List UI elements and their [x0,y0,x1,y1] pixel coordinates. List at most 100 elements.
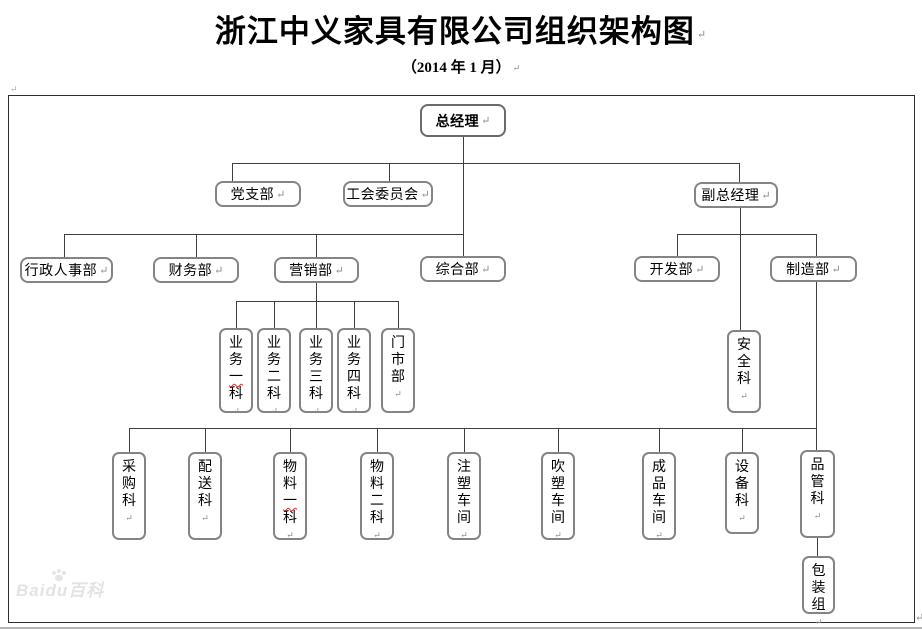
spellcheck-underline: 一 [229,370,243,385]
connector-line [64,234,65,257]
node-blow-molding-workshop[interactable]: 吹塑车间↵ [541,452,575,540]
node-label: 制造部 [786,263,830,278]
return-mark-icon: ↵ [695,263,705,276]
node-label: 配送科↵ [198,460,212,524]
return-mark-icon: ↵ [655,530,663,541]
return-mark-icon: ↵ [481,115,491,127]
connector-line [290,428,291,452]
node-label: 业务四科↵ [347,336,361,417]
node-label: 业务三科↵ [309,336,323,417]
node-union-committee[interactable]: 工会委员会↵ [343,181,433,207]
return-mark-icon: ↵ [373,530,381,541]
connector-line [236,301,399,302]
node-label: 副总经理 [701,189,760,204]
node-party-branch[interactable]: 党支部↵ [215,181,301,207]
node-label: 党支部 [230,188,275,203]
node-label: 物料二科↵ [370,460,384,541]
node-sales-section-2[interactable]: 业务二科↵ [257,328,291,416]
node-label: 吹塑车间↵ [551,460,565,541]
node-label: 开发部 [649,263,694,278]
connector-line [463,137,464,163]
node-general-affairs-dept[interactable]: 综合部↵ [420,256,506,282]
connector-line [316,234,317,257]
return-mark-icon: ↵ [814,617,823,628]
connector-line [398,301,399,328]
node-distribution-section[interactable]: 配送科↵ [188,452,222,540]
node-label: 行政人事部 [24,264,98,279]
node-label: 财务部 [168,264,213,279]
return-mark-icon: ↵ [201,513,209,524]
connector-line [659,428,660,452]
end-of-frame-return-mark-icon: ↵ [915,612,922,624]
connector-line [463,163,464,256]
node-safety-section[interactable]: 安全科↵ [727,330,761,413]
connector-line [377,428,378,452]
connector-line [742,428,743,452]
connector-line [129,428,130,452]
return-mark-icon: ↵ [761,189,771,202]
page-subtitle-text: （2014 年 1 月） [401,60,511,76]
node-quality-control-section[interactable]: 品管科↵ [800,450,835,538]
node-label: 设备科↵ [735,460,749,524]
node-purchasing-section[interactable]: 采购科↵ [112,452,146,540]
connector-line [129,428,817,429]
node-finance-dept[interactable]: 财务部↵ [153,257,239,283]
node-finished-goods-workshop[interactable]: 成品车间↵ [642,452,676,540]
node-materials-section-1[interactable]: 物料一科↵ [273,452,307,540]
connector-line [740,208,741,330]
node-label: 总经理 [435,114,480,130]
return-mark-icon: ↵ [334,264,344,277]
node-label: 成品车间↵ [652,460,666,541]
return-mark-icon: ↵ [276,188,286,201]
node-sales-section-4[interactable]: 业务四科↵ [337,328,371,416]
return-mark-icon: ↵ [99,264,109,277]
node-packing-group[interactable]: 包装组↵ [802,556,835,627]
connector-line [316,301,317,328]
connector-line [816,282,817,428]
node-deputy-general-manager[interactable]: 副总经理↵ [694,182,778,208]
connector-line [64,234,464,235]
node-label: 门市部↵ [391,336,405,400]
return-mark-icon: ↵ [312,406,320,417]
node-general-manager[interactable]: 总经理↵ [420,104,506,137]
baidu-baike-watermark: Baidu百科 [16,569,136,608]
node-label: 业务二科↵ [267,336,281,417]
return-mark-icon: ↵ [394,389,402,400]
node-sales-section-1[interactable]: 业务一科↵ [219,328,253,416]
return-mark-icon: ↵ [232,406,240,417]
node-development-dept[interactable]: 开发部↵ [634,256,720,282]
connector-line [354,301,355,328]
node-injection-workshop[interactable]: 注塑车间↵ [447,452,481,540]
node-admin-hr-dept[interactable]: 行政人事部↵ [20,257,113,283]
connector-line [232,163,740,164]
page-bottom-edge [0,627,922,629]
node-label: 品管科↵ [810,458,825,522]
return-mark-icon: ↵ [270,406,278,417]
node-retail-store-dept[interactable]: 门市部↵ [381,328,415,413]
connector-line [236,301,237,328]
node-materials-section-2[interactable]: 物料二科↵ [360,452,394,540]
return-mark-icon: ↵ [554,530,562,541]
node-label: 包装组↵ [811,564,826,628]
connector-line [739,163,740,182]
node-label: 安全科↵ [737,338,751,402]
return-mark-icon: ↵ [460,530,468,541]
connector-line [558,428,559,452]
node-equipment-section[interactable]: 设备科↵ [725,452,759,534]
node-label: 综合部 [435,263,480,278]
connector-line [389,163,390,181]
connector-line [677,234,678,256]
node-label: 采购科↵ [122,460,136,524]
node-marketing-dept[interactable]: 营销部↵ [274,257,359,283]
return-mark-icon: ↵ [512,63,521,74]
connector-line [677,234,817,235]
page-title-text: 浙江中义家具有限公司组织架构图 [214,14,695,49]
return-mark-icon: ↵ [740,391,748,402]
node-label: 工会委员会 [346,188,419,203]
node-manufacturing-dept[interactable]: 制造部↵ [770,256,857,282]
connector-line [274,301,275,328]
node-sales-section-3[interactable]: 业务三科↵ [299,328,333,416]
node-label: 注塑车间↵ [457,460,471,541]
return-mark-icon: ↵ [481,263,491,276]
paw-icon [52,569,66,582]
